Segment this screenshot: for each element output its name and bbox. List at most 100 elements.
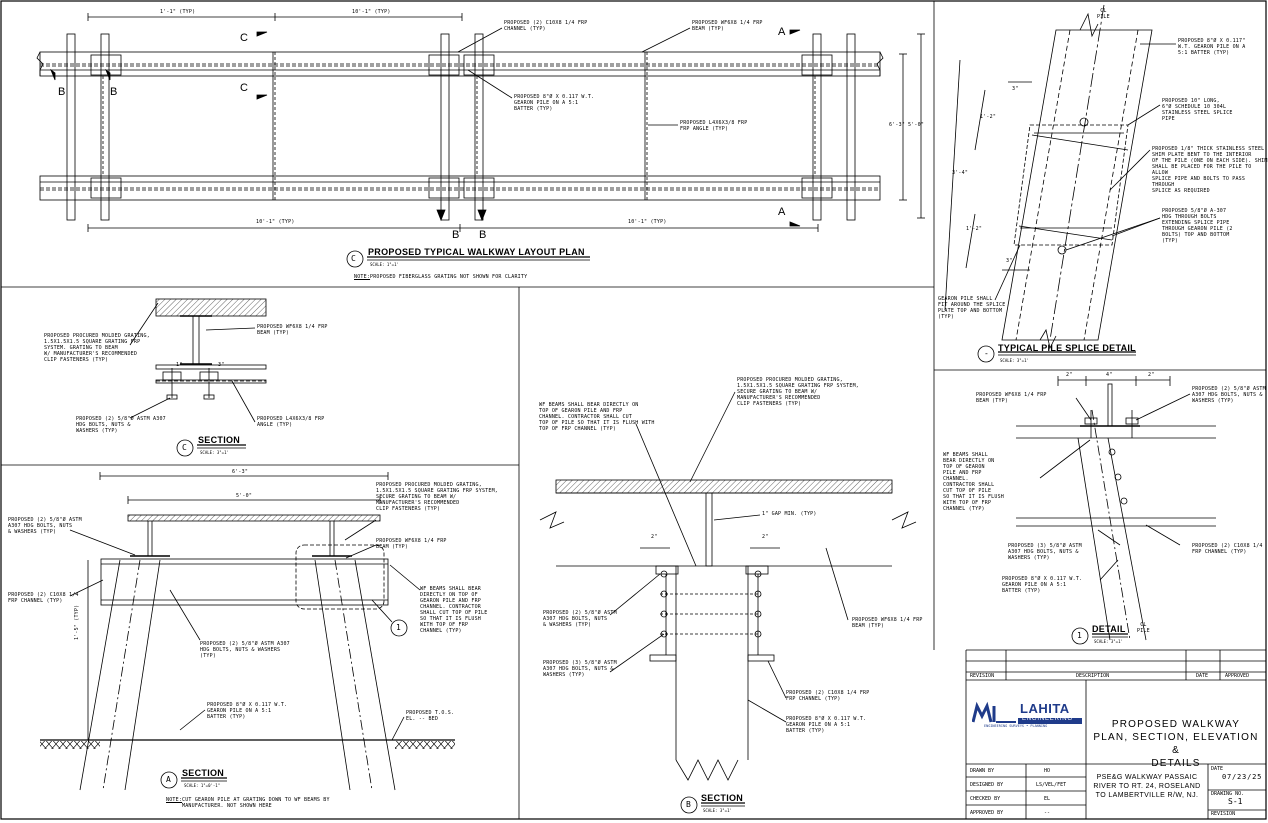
- splice-title: TYPICAL PILE SPLICE DETAIL: [998, 343, 1136, 353]
- section-c-drawing: [129, 298, 267, 457]
- plan-cut-a-top: A: [778, 26, 786, 38]
- section-a-note-mudline: PROPOSED T.O.S. EL. -- BED: [406, 710, 455, 722]
- section-b-note-wf-beam: WF BEAMS SHALL BEAR DIRECTLY ON TOP OF G…: [539, 402, 655, 432]
- section-a-note-pile: PROPOSED 8"Ø X 0.117 W.T. GEARON PILE ON…: [207, 702, 288, 720]
- pile-splice-detail: [944, 4, 1176, 363]
- project-name: PSE&G WALKWAY PASSAIC RIVER TO RT. 24, R…: [1093, 774, 1201, 799]
- company-subtitle: ENGINEERING: [1022, 716, 1073, 722]
- splice-dim-1: 3": [1012, 86, 1019, 92]
- detail-1-dim-2: 4": [1106, 372, 1113, 378]
- section-b-note-grating: PROPOSED PROCURED MOLDED GRATING, 1.5X1.…: [737, 377, 859, 407]
- plan-note-wf-beam: PROPOSED WF6X8 1/4 FRP BEAM (TYP): [692, 20, 763, 32]
- splice-note-bolts: PROPOSED 5/8"Ø A-307 HDG THROUGH BOLTS E…: [1162, 208, 1233, 244]
- section-a-note-channel: PROPOSED (2) C10X8 1/4 FRP CHANNEL (TYP): [8, 592, 79, 604]
- section-a-scale: SCALE: 1"=0'-1": [184, 783, 221, 788]
- date-label: DATE: [1211, 766, 1224, 772]
- splice-dim-2: 1'-2": [980, 114, 997, 120]
- splice-dim-3: 3'-4": [952, 170, 969, 176]
- section-b-title: SECTION: [701, 793, 744, 803]
- drawing-no-label: DRAWING NO.: [1211, 791, 1245, 797]
- section-c-note-angle: PROPOSED L4X6X3/8 FRP ANGLE (TYP): [257, 416, 325, 428]
- plan-dim-right-1: 6'-3": [889, 122, 906, 128]
- lahita-logo: [971, 700, 1084, 734]
- plan-note-angle: PROPOSED L4X6X3/8 FRP FRP ANGLE (TYP): [680, 120, 748, 132]
- section-b-note-bolts-1: PROPOSED (2) 5/8"Ø ASTM A307 HDG BOLTS, …: [543, 610, 617, 628]
- splice-dim-5: 3": [1006, 258, 1013, 264]
- detail-1-dim-3: 2": [1148, 372, 1155, 378]
- section-a-dim-top: 6'-3": [232, 469, 249, 475]
- checked-by-value: EL: [1044, 796, 1051, 802]
- plan-cut-b-bottom-1: B: [452, 229, 460, 241]
- section-a-dim-inner: 5'-0": [236, 493, 253, 499]
- detail-1-drawing: [1016, 376, 1216, 645]
- plan-title-marker: C: [351, 254, 356, 263]
- detail-1-marker: 1: [1077, 631, 1082, 640]
- drawn-by-label: DRAWN BY: [970, 768, 995, 774]
- detail-1-note-channel: PROPOSED (2) C10X8 1/4 FRP CHANNEL (TYP): [1192, 543, 1263, 555]
- section-c-marker: C: [182, 443, 187, 452]
- detail-1-scale: SCALE: 3"=1': [1094, 639, 1123, 644]
- section-b-scale: SCALE: 3"=1': [703, 808, 732, 813]
- section-a-note-bolts-mid: PROPOSED (2) 5/8"Ø ASTM A307 HDG BOLTS, …: [200, 641, 290, 659]
- section-c-dim-2: 3": [218, 362, 225, 368]
- rev-header-approved: APPROVED: [1225, 673, 1250, 679]
- logo-mark-icon: [971, 701, 1082, 724]
- approved-by-label: APPROVED BY: [970, 810, 1004, 816]
- section-a-dim-side: 1'-5" (TYP): [74, 604, 80, 640]
- splice-note-pile: PROPOSED 8"Ø X 0.117" W.T. GEARON PILE O…: [1178, 38, 1246, 56]
- detail-1-note-pile: PROPOSED 8"Ø X 0.117 W.T. GEARON PILE ON…: [1002, 576, 1083, 594]
- section-a-note-label: NOTE:: [166, 797, 183, 803]
- detail-1-title: DETAIL: [1092, 624, 1126, 634]
- plan-note: PROPOSED FIBERGLASS GRATING NOT SHOWN FO…: [370, 274, 528, 280]
- section-a-note-wf-beam: WF BEAMS SHALL BEAR DIRECTLY ON TOP OF G…: [420, 586, 488, 634]
- plan-note-pile: PROPOSED 8"Ø X 0.117 W.T. GEARON PILE ON…: [514, 94, 595, 112]
- date-value: 07/23/25: [1222, 773, 1263, 781]
- plan-cut-b-bottom-2: B: [479, 229, 487, 241]
- section-a-marker: A: [166, 775, 171, 784]
- rev-header-date: DATE: [1196, 673, 1209, 679]
- splice-title-marker: -: [984, 349, 989, 358]
- title-block-grid: [966, 650, 1266, 819]
- plan-cut-a-bottom: A: [778, 206, 786, 218]
- section-b-dim-gap: 1" GAP MIN. (TYP): [762, 511, 817, 517]
- company-line: ENGINEERING SURVEYS • PLANNING: [984, 724, 1048, 728]
- plan-cut-b-left-1: B: [58, 86, 66, 98]
- project-title: PROPOSED WALKWAY PLAN, SECTION, ELEVATIO…: [1093, 719, 1259, 769]
- section-b-note-bolts-2: PROPOSED (3) 5/8"Ø ASTM A307 HDG BOLTS, …: [543, 660, 617, 678]
- section-a-note-beam: PROPOSED WF6X8 1/4 FRP BEAM (TYP): [376, 538, 447, 550]
- plan-dim-top-left: 1'-1" (TYP): [160, 9, 196, 15]
- splice-note-steel-pipe: PROPOSED 10" LONG, 6"Ø SCHEDULE 10 304L …: [1162, 98, 1233, 122]
- section-a-title: SECTION: [182, 768, 225, 778]
- section-c-note-beam: PROPOSED WF6X8 1/4 FRP BEAM (TYP): [257, 324, 328, 336]
- rev-header-revision: REVISION: [970, 673, 995, 679]
- splice-note-shim: PROPOSED 1/8" THICK STAINLESS STEEL SHIM…: [1152, 146, 1268, 194]
- section-c-note-bolts: PROPOSED (2) 5/8"Ø ASTM A307 HDG BOLTS, …: [76, 416, 166, 434]
- section-c-note-grating: PROPOSED PROCURED MOLDED GRATING, 1.5X1.…: [44, 333, 150, 363]
- section-b-dim-1: 2": [651, 534, 658, 540]
- detail-1-note-bolts-low: PROPOSED (3) 5/8"Ø ASTM A307 HDG BOLTS, …: [1008, 543, 1082, 561]
- detail-1-dim-1: 2": [1066, 372, 1073, 378]
- splice-note-gearon: GEARON PILE SHALL FIT AROUND THE SPLICE …: [938, 296, 1006, 320]
- section-c-scale: SCALE: 3"=1': [200, 450, 229, 455]
- company-name: LAHITA: [1020, 701, 1070, 716]
- section-a-detail-marker: 1: [396, 623, 401, 632]
- revision-label: REVISION: [1211, 811, 1236, 817]
- splice-dim-4: 1'-2": [966, 226, 983, 232]
- approved-by-value: --: [1044, 810, 1051, 816]
- rev-header-description: DESCRIPTION: [1076, 673, 1110, 679]
- plan-scale: SCALE: 1"=1': [370, 262, 399, 267]
- section-a-drawing: [40, 472, 455, 791]
- plan-title: PROPOSED TYPICAL WALKWAY LAYOUT PLAN: [368, 247, 585, 257]
- detail-1-cl-pile: CL PILE: [1137, 622, 1150, 634]
- plan-cut-b-left-2: B: [110, 86, 118, 98]
- section-a-note-grating: PROPOSED PROCURED MOLDED GRATING, 1.5X1.…: [376, 482, 498, 512]
- detail-1-note-beam: PROPOSED WF6X8 1/4 FRP BEAM (TYP): [976, 392, 1047, 404]
- splice-scale: SCALE: 3"=1': [1000, 358, 1029, 363]
- section-b-note-pile: PROPOSED 8"Ø X 0.117 W.T. GEARON PILE ON…: [786, 716, 867, 734]
- section-a-note: CUT GEARON PILE AT GRATING DOWN TO WF BE…: [182, 797, 330, 809]
- plan-cut-c-top: C: [240, 32, 248, 44]
- designed-by-value: LS/VEL/FET: [1036, 782, 1067, 788]
- section-b-dim-2: 2": [762, 534, 769, 540]
- drawn-by-value: HO: [1044, 768, 1051, 774]
